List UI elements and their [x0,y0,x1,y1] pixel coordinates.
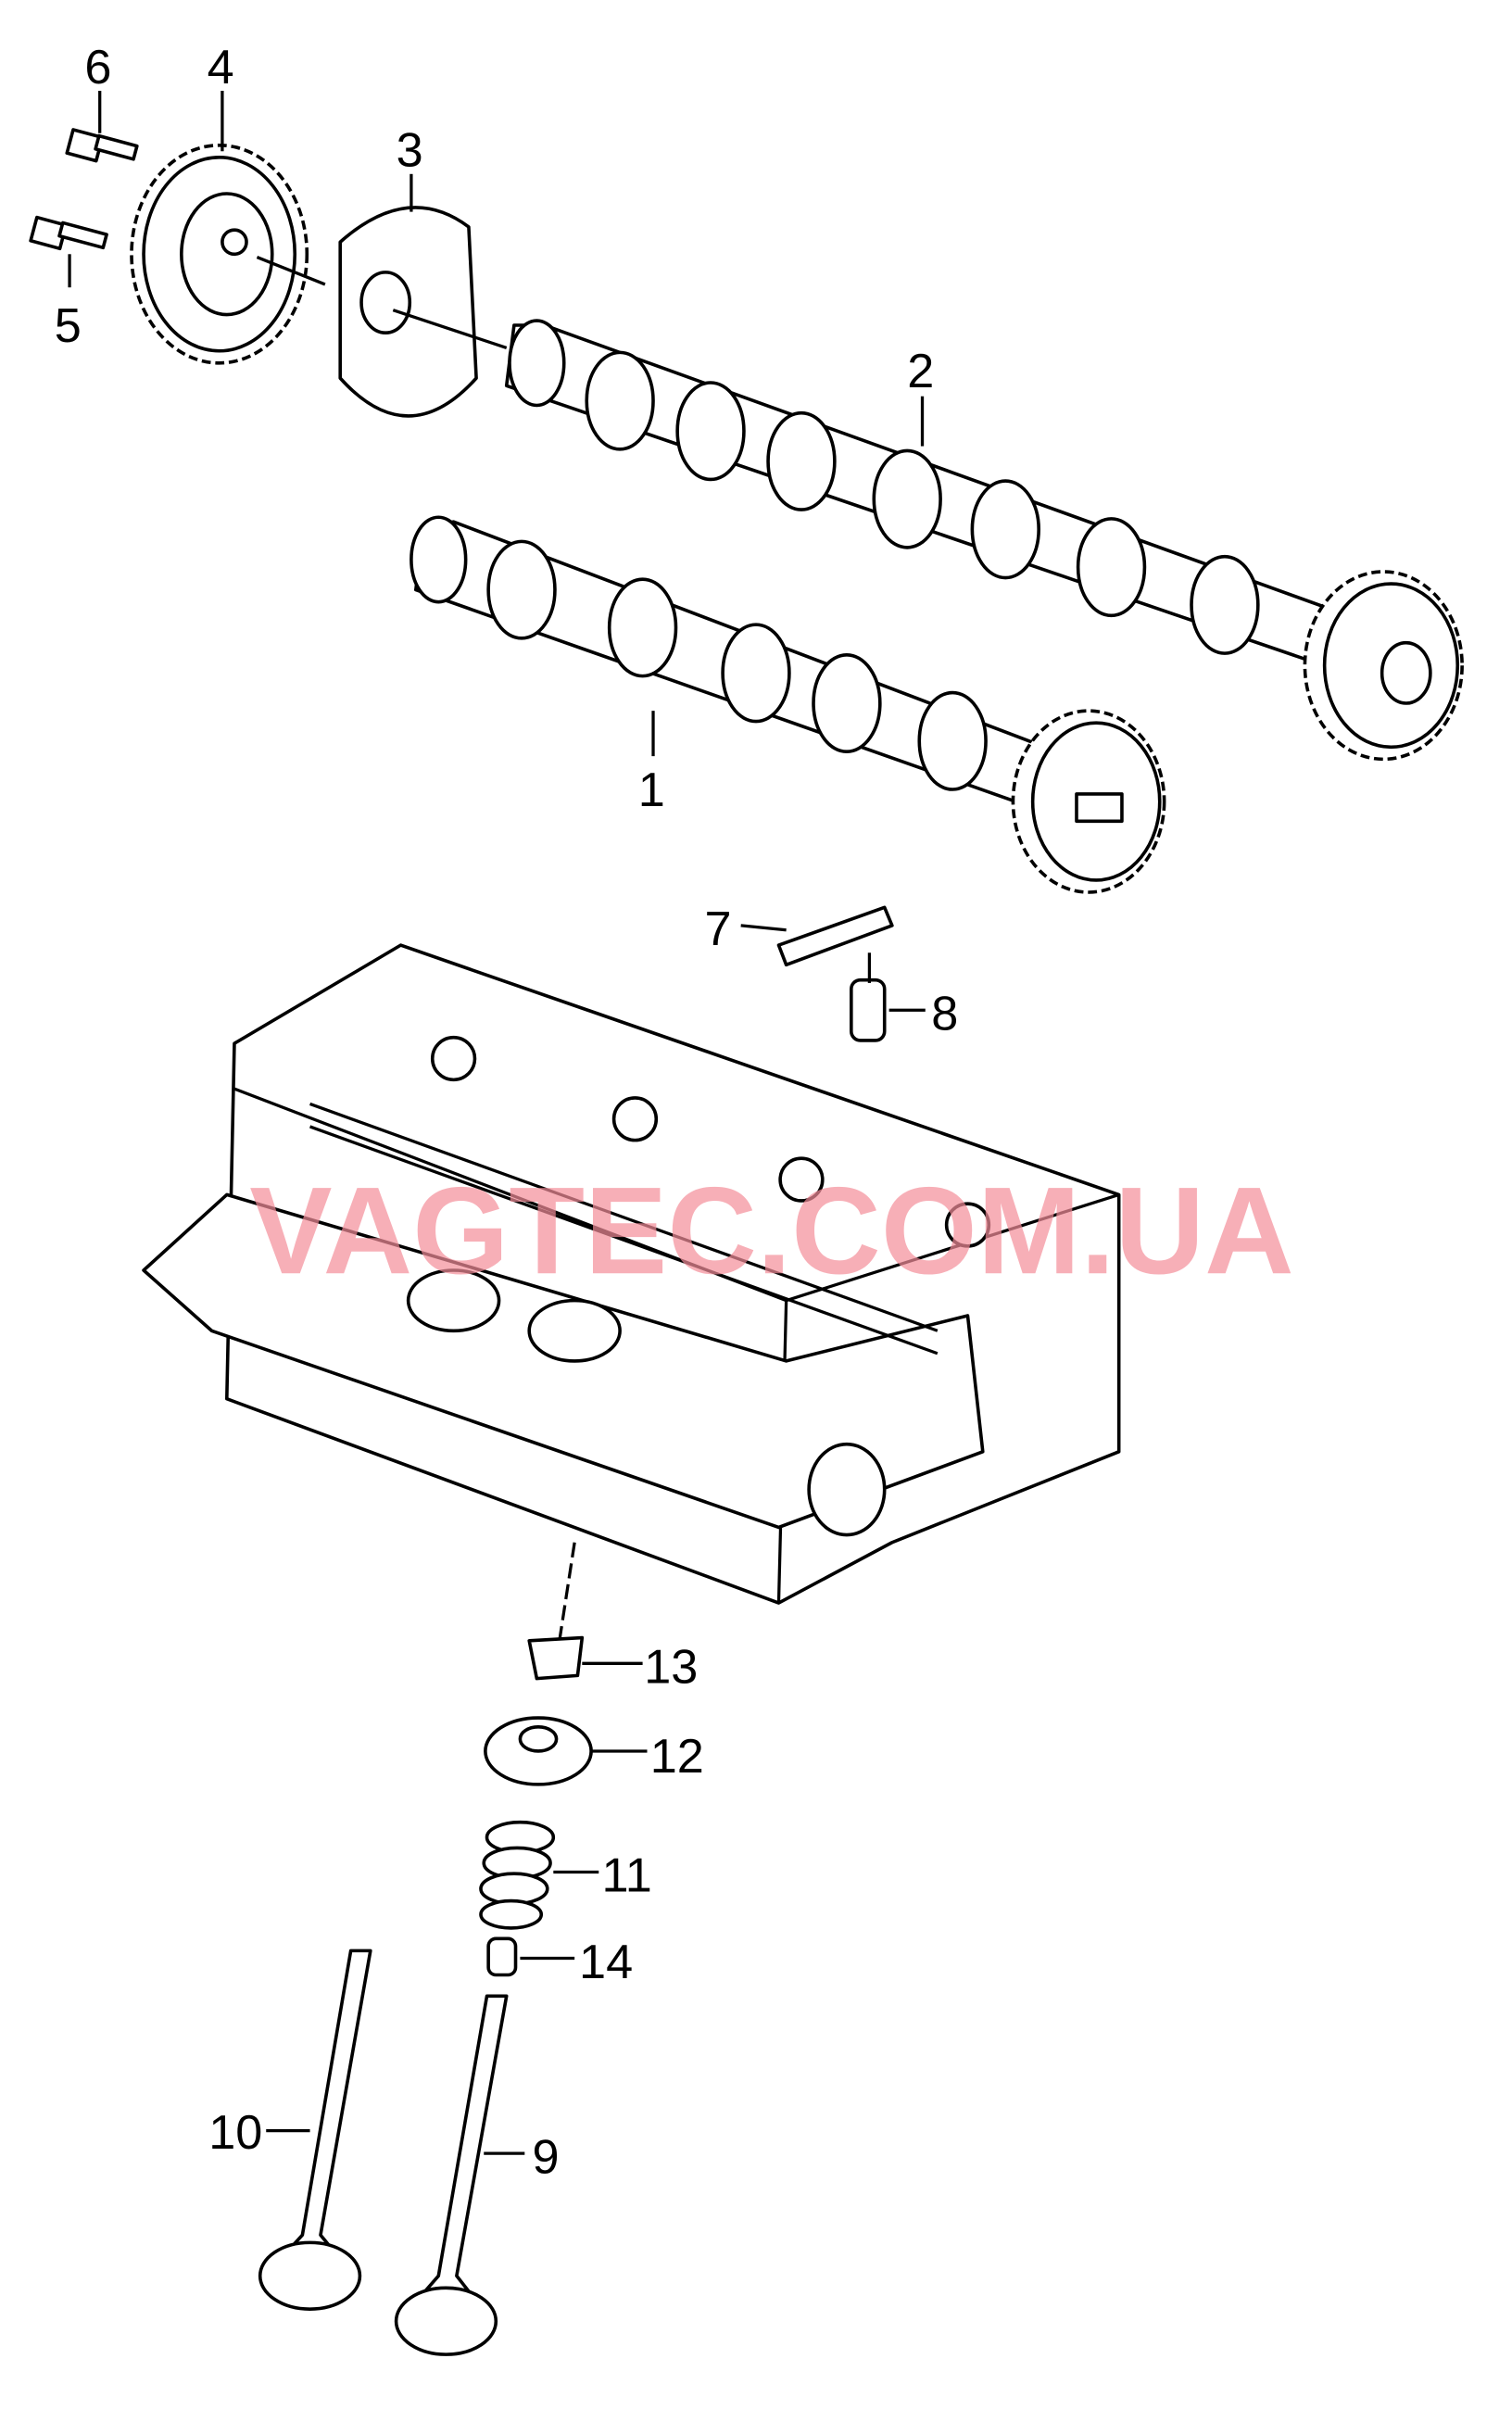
label-3: 3 [397,124,423,178]
label-10: 10 [208,2106,262,2160]
sprocket-4[interactable] [130,143,309,365]
intake-valve-10[interactable] [258,1949,372,2311]
hydraulic-lifter-8[interactable] [850,977,887,1042]
label-1: 1 [638,763,665,817]
valve-keeper-13[interactable] [527,1635,585,1681]
exhaust-valve-9[interactable] [394,1994,509,2356]
bolt-6[interactable] [65,128,139,163]
watermark: VAGTEC.COM.UA [249,1162,1293,1300]
label-7: 7 [705,902,732,956]
cover-plate-3[interactable] [338,206,478,418]
label-13: 13 [644,1641,698,1695]
roller-rocker-arm-7[interactable] [776,905,894,967]
valve-stem-seal-14[interactable] [486,1936,518,1977]
label-14: 14 [579,1936,633,1989]
label-5: 5 [55,299,82,353]
label-2: 2 [907,345,934,398]
label-4: 4 [208,41,234,95]
camshaft-1[interactable] [410,515,1166,894]
cylinder-head[interactable] [142,943,1121,1605]
label-6: 6 [84,41,111,95]
bolt-5[interactable] [29,215,108,251]
label-11: 11 [602,1849,652,1903]
valve-spring-retainer-12[interactable] [484,1716,593,1786]
label-9: 9 [532,2130,559,2184]
valve-spring-11[interactable] [479,1820,556,1930]
camshaft-2[interactable] [504,319,1464,762]
label-8: 8 [931,988,958,1041]
label-12: 12 [650,1730,704,1784]
